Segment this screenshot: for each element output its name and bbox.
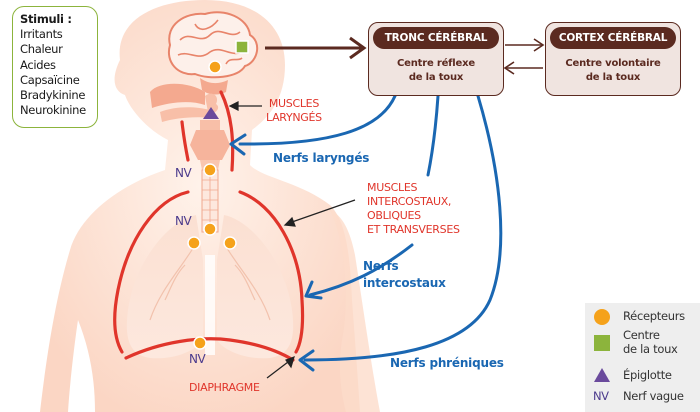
stimulus-item: Capsaïcine	[20, 72, 80, 87]
legend-label: Récepteurs	[623, 309, 685, 323]
tronc-line2: de la toux	[408, 72, 464, 83]
nerve-intercostal-path	[308, 243, 414, 297]
label-line: intercostaux	[363, 276, 446, 290]
brain-arrows	[265, 36, 545, 75]
label-line: Centre	[623, 328, 660, 342]
legend-label: Nerf vague	[623, 389, 684, 403]
label-line: INTERCOSTAUX,	[367, 195, 452, 208]
intercostal-nerves-label: Nerfs intercostaux	[363, 258, 446, 292]
diaphragm-label: DIAPHRAGME	[189, 381, 260, 394]
laryngeal-muscle-line-left	[180, 120, 190, 162]
receptor-dot	[203, 222, 217, 236]
diaphragm-line	[124, 337, 295, 362]
nerve-intercostal-top	[426, 94, 440, 177]
stimulus-item: Bradykinine	[20, 88, 86, 103]
cortex-line2: de la toux	[585, 72, 641, 83]
vagus-nerve-label: NV	[175, 166, 192, 180]
label-line: de la toux	[623, 342, 678, 356]
laryngeal-muscle-line	[219, 90, 235, 172]
stimuli-box: Stimuli : Irritants Chaleur Acides Capsa…	[12, 6, 98, 128]
nerve-arrows	[229, 94, 503, 372]
vagus-nerve-label: NV	[175, 214, 192, 228]
stimulus-item: Neurokinine	[20, 103, 86, 118]
laryngeal-muscles-label: MUSCLES LARYNGÉS	[266, 97, 322, 125]
stimulus-item: Chaleur	[20, 42, 63, 57]
stimulus-item: Acides	[20, 57, 56, 72]
label-line: MUSCLES	[268, 97, 320, 110]
legend-label: Centre de la toux	[623, 328, 678, 356]
phrenic-nerves-label: Nerfs phréniques	[390, 356, 504, 370]
nerve-phrenic-path	[303, 94, 503, 362]
label-line: OBLIQUES	[367, 209, 421, 222]
intercostal-muscles-label: MUSCLES INTERCOSTAUX, OBLIQUES ET TRANSV…	[367, 181, 460, 237]
legend: Récepteurs Centre de la toux Épiglotte N…	[585, 303, 700, 412]
receptor-dot	[187, 236, 201, 250]
label-line: Nerfs	[363, 259, 399, 273]
intercostal-muscle-right	[238, 190, 305, 354]
receptor-dot	[223, 236, 237, 250]
cough-center-square-icon	[594, 335, 610, 351]
epiglottis-triangle-icon	[594, 368, 610, 382]
receptors	[187, 60, 237, 350]
nerve-laryngeal-path	[238, 94, 397, 146]
label-line: LARYNGÉS	[266, 111, 322, 124]
muscle-lines	[113, 90, 305, 362]
nasal-cavity	[150, 83, 219, 122]
cough-center-square	[235, 40, 249, 54]
receptor-circle-icon	[594, 309, 610, 325]
stimulus-item: Irritants	[20, 27, 63, 42]
vagus-nerve-label: NV	[189, 352, 206, 366]
receptor-dot	[208, 60, 222, 74]
cortex-cerebral-box: CORTEX CÉRÉBRAL Centre volontaire de la …	[545, 22, 681, 96]
receptor-dot	[203, 163, 217, 177]
label-line: ET TRANSVERSES	[367, 223, 460, 236]
label-line: MUSCLES	[367, 181, 418, 194]
epiglottis-triangle	[203, 107, 219, 119]
tronc-line1: Centre réflexe	[397, 58, 475, 69]
vagus-nerve-symbol: NV	[593, 389, 609, 403]
laryngeal-nerves-label: Nerfs laryngés	[273, 151, 370, 165]
tronc-cerebral-box: TRONC CÉRÉBRAL Centre réflexe de la toux	[368, 22, 504, 96]
intercostal-muscle-left	[113, 190, 190, 354]
brain	[167, 11, 259, 95]
lungs	[126, 215, 294, 359]
stimuli-title: Stimuli :	[20, 12, 72, 26]
cortex-cerebral-title: CORTEX CÉRÉBRAL	[550, 27, 676, 49]
pointer-arrows	[228, 101, 356, 379]
legend-label: Épiglotte	[623, 368, 672, 382]
receptor-dot	[193, 336, 207, 350]
cortex-line1: Centre volontaire	[565, 58, 661, 69]
tronc-cerebral-title: TRONC CÉRÉBRAL	[373, 27, 499, 49]
